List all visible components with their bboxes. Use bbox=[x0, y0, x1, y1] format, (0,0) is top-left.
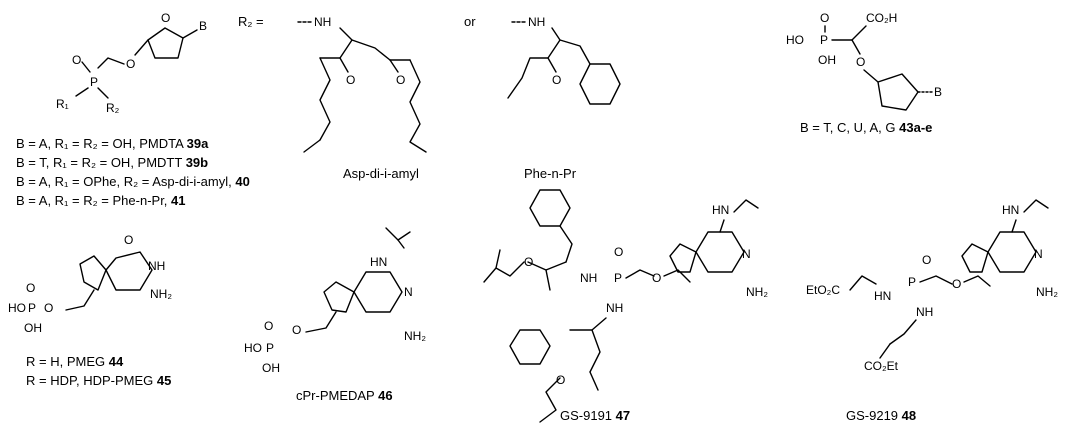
atom-n: N bbox=[1034, 247, 1043, 261]
atom-hn: HN bbox=[370, 255, 387, 269]
caption-43-series: B = T, C, U, A, G 43a-e bbox=[800, 120, 932, 135]
atom-o: O bbox=[161, 11, 170, 25]
atom-o: O bbox=[126, 57, 135, 71]
atom-o: O bbox=[614, 245, 623, 259]
atom-o: O bbox=[26, 281, 35, 295]
structure-48: EtO₂C HN P O NH O HN N NH₂ CO₂Et GS-9219… bbox=[806, 199, 1058, 423]
atom-nh: NH bbox=[314, 15, 331, 29]
atom-o: O bbox=[952, 277, 961, 291]
atom-co2h: CO₂H bbox=[866, 11, 897, 25]
atom-o: O bbox=[72, 53, 81, 67]
caption-39a: B = A, R₁ = R₂ = OH, PMDTA 39a bbox=[16, 136, 209, 151]
caption-asp-di-i-amyl: Asp-di-i-amyl bbox=[343, 166, 419, 181]
atom-o: O bbox=[552, 73, 561, 87]
atom-p: P bbox=[614, 271, 622, 285]
atom-p: P bbox=[908, 275, 916, 289]
atom-o: O bbox=[856, 55, 865, 69]
atom-o: O bbox=[44, 301, 53, 315]
atom-hn: HN bbox=[712, 203, 729, 217]
caption-phe-n-pr: Phe-n-Pr bbox=[524, 166, 577, 181]
captions-39-41: B = A, R₁ = R₂ = OH, PMDTA 39a B = T, R₁… bbox=[16, 136, 250, 208]
caption-40: B = A, R₁ = OPhe, R₂ = Asp-di-i-amyl, 40 bbox=[16, 174, 250, 189]
atom-ho: HO bbox=[786, 33, 804, 47]
atom-n: N bbox=[742, 247, 751, 261]
atom-o: O bbox=[820, 11, 829, 25]
atom-co2et: CO₂Et bbox=[864, 359, 899, 373]
atom-oh: OH bbox=[262, 361, 280, 375]
structure-47: O NH P O NH O HN N NH₂ O GS-9191 47 bbox=[483, 189, 768, 423]
atom-b: B bbox=[199, 19, 207, 33]
caption-44: R = H, PMEG 44 bbox=[26, 354, 124, 369]
caption-46: cPr-PMEDAP 46 bbox=[296, 388, 393, 403]
r2-definition: R₂ = or NH O O Asp-di-i-amyl NH O Phe-n-… bbox=[238, 14, 621, 181]
atom-o: O bbox=[346, 73, 355, 87]
atom-p: P bbox=[28, 301, 36, 315]
caption-39b: B = T, R₁ = R₂ = OH, PMDTT 39b bbox=[16, 155, 208, 170]
atom-nh: NH bbox=[580, 271, 597, 285]
or-label: or bbox=[464, 14, 476, 29]
structure-44-45: O NH NH₂ O HO P O OH R = H, PMEG 44 R = … bbox=[8, 233, 172, 388]
atom-nh: NH bbox=[528, 15, 545, 29]
atom-ho: HO bbox=[244, 341, 262, 355]
atom-oh: OH bbox=[818, 53, 836, 67]
atom-o: O bbox=[292, 323, 301, 337]
atom-nh: NH bbox=[916, 305, 933, 319]
r2-label: R₂ = bbox=[238, 14, 264, 29]
atom-p: P bbox=[266, 341, 274, 355]
caption-47: GS-9191 47 bbox=[560, 408, 630, 423]
caption-41: B = A, R₁ = R₂ = Phe-n-Pr, 41 bbox=[16, 193, 186, 208]
atom-r2: R₂ bbox=[106, 101, 120, 115]
atom-o: O bbox=[264, 319, 273, 333]
atom-o: O bbox=[124, 233, 133, 247]
caption-48: GS-9219 48 bbox=[846, 408, 916, 423]
atom-b: B bbox=[934, 85, 942, 99]
atom-n: N bbox=[404, 285, 413, 299]
atom-nh2: NH₂ bbox=[404, 329, 426, 343]
atom-hn: HN bbox=[1002, 203, 1019, 217]
caption-45: R = HDP, HDP-PMEG 45 bbox=[26, 373, 171, 388]
atom-eto2c: EtO₂C bbox=[806, 283, 840, 297]
structure-46: HN N NH₂ O HO P O OH cPr-PMEDAP 46 bbox=[244, 227, 426, 403]
atom-nh: NH bbox=[148, 259, 165, 273]
atom-nh2: NH₂ bbox=[150, 287, 172, 301]
atom-o: O bbox=[652, 271, 661, 285]
atom-nh2: NH₂ bbox=[1036, 285, 1058, 299]
atom-o: O bbox=[556, 373, 565, 387]
atom-oh: OH bbox=[24, 321, 42, 335]
atom-o: O bbox=[922, 253, 931, 267]
atom-p: P bbox=[90, 75, 98, 89]
atom-o: O bbox=[396, 73, 405, 87]
atom-o: O bbox=[524, 255, 533, 269]
atom-hn: HN bbox=[874, 289, 891, 303]
atom-ho: HO bbox=[8, 301, 26, 315]
atom-nh: NH bbox=[606, 301, 623, 315]
structure-39-41: O B O P O R₁ R₂ bbox=[56, 11, 207, 115]
atom-r1: R₁ bbox=[56, 97, 69, 111]
atom-nh2: NH₂ bbox=[746, 285, 768, 299]
structure-43: O HO P OH CO₂H O B B = T, C, U, A, G 43a… bbox=[786, 11, 942, 135]
atom-p: P bbox=[820, 33, 828, 47]
